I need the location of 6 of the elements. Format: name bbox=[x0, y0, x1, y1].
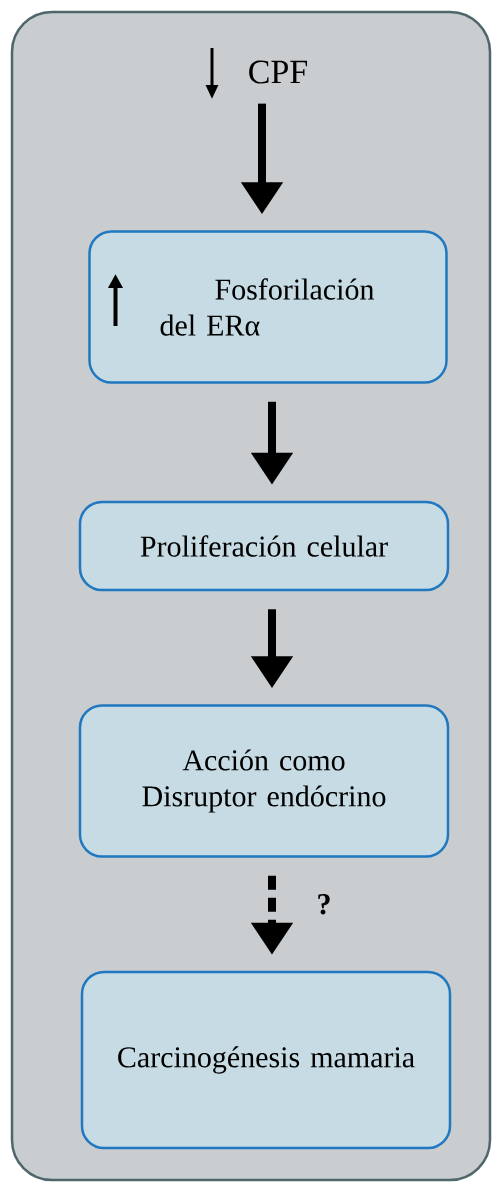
edge-label: ? bbox=[318, 894, 330, 915]
label-text: CPF bbox=[249, 60, 307, 84]
process-box: Carcinogénesis mamaria bbox=[80, 970, 452, 1150]
process-box: Acción como Disruptor endócrino bbox=[78, 704, 450, 858]
process-box: Fosforilación del ERα bbox=[88, 230, 448, 384]
process-box: Proliferación celular bbox=[78, 500, 450, 592]
